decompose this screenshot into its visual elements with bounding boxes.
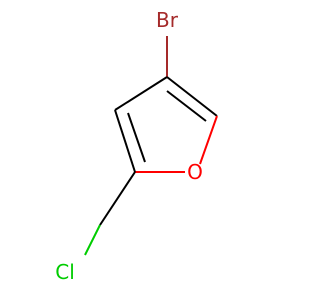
- chlorine-atom-label: Cl: [55, 260, 75, 284]
- ring-double-bond-c5-c4: [114, 109, 136, 173]
- ring-bond-c3-c4: [114, 76, 168, 111]
- ring-double-bond-c3-c2-inner: [166, 90, 207, 122]
- bromine-atom-label: Br: [156, 8, 179, 32]
- carbon-methylene-bond: [99, 171, 136, 226]
- ring-double-bond-c5-c4-inner: [127, 112, 146, 163]
- ring-bond-c2-oxygen: [199, 115, 218, 165]
- molecule-structure: Br O Cl: [55, 8, 218, 284]
- oxygen-atom-label: O: [187, 160, 203, 184]
- methylene-chlorine-bond: [84, 224, 101, 256]
- ring-double-bond-c3-c2: [166, 76, 218, 117]
